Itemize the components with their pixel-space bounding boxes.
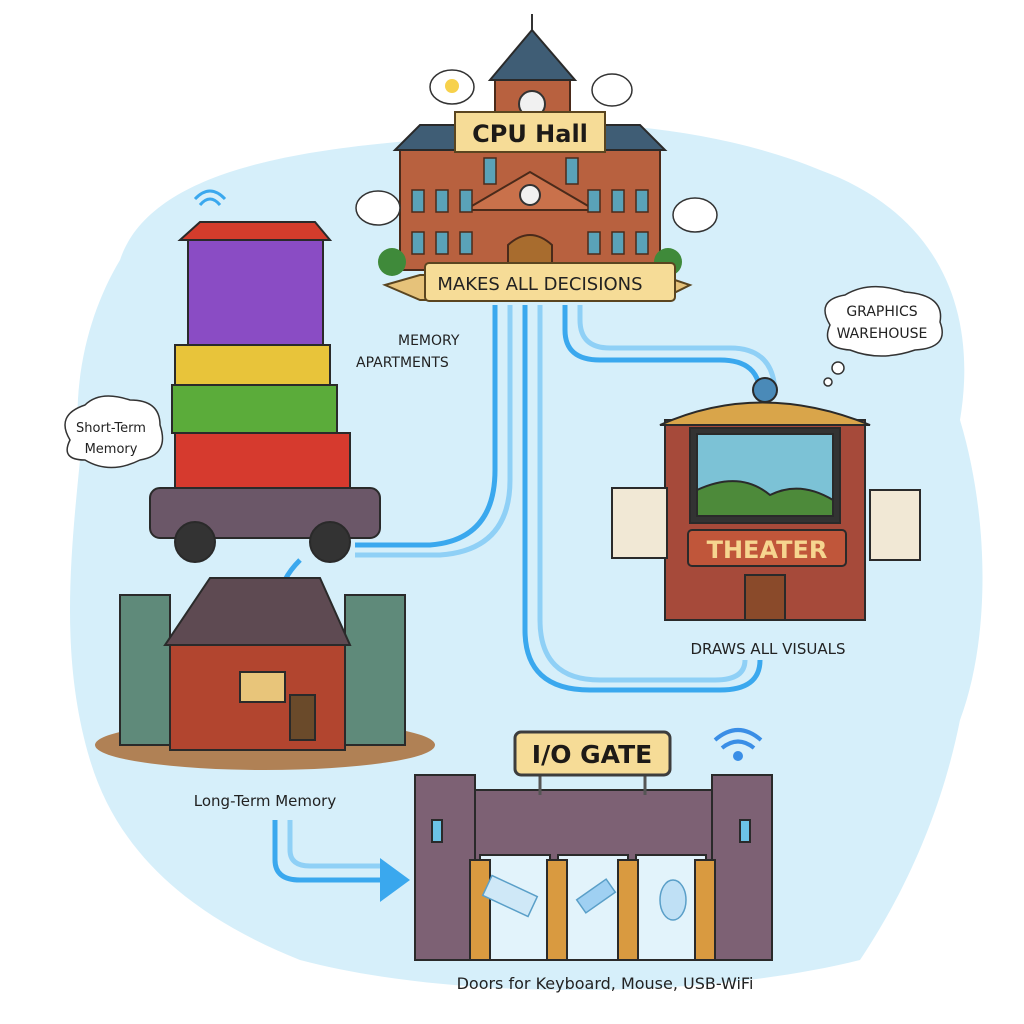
lightbulb-icon xyxy=(445,79,459,93)
long-term-memory-label: Long-Term Memory xyxy=(194,792,337,810)
thought-clouds xyxy=(355,69,718,233)
memory-apartments-label-1: MEMORY xyxy=(398,333,460,349)
theater-sign-text: THEATER xyxy=(707,536,828,564)
memory-apartments xyxy=(149,221,381,563)
short-term-label-1: Short-Term xyxy=(76,421,146,436)
graphics-cloud-label-2: WAREHOUSE xyxy=(837,326,928,342)
cpu-hall-sign: CPU Hall xyxy=(454,111,606,153)
cpu-banner: MAKES ALL DECISIONS xyxy=(382,262,693,302)
io-gate-sign: I/O GATE xyxy=(513,730,672,795)
io-gate-castle xyxy=(414,774,773,961)
graphics-cloud-label-1: GRAPHICS xyxy=(846,304,917,320)
data-pipes xyxy=(272,305,778,883)
wifi-icon xyxy=(713,728,763,761)
long-term-memory-building xyxy=(95,577,435,770)
graphics-theater xyxy=(611,377,921,621)
short-term-label-2: Memory xyxy=(85,442,138,457)
short-term-memory-cloud: Short-Term Memory xyxy=(64,395,164,469)
theater-caption: DRAWS ALL VISUALS xyxy=(691,640,846,658)
wifi-icon xyxy=(193,189,227,207)
mouse-icon xyxy=(659,879,687,921)
memory-apartments-label-2: APARTMENTS xyxy=(356,355,449,371)
cpu-hall-sign-text: CPU Hall xyxy=(472,120,588,148)
theater-sign: THEATER xyxy=(687,529,847,567)
keyboard-icon xyxy=(481,874,539,918)
graphics-warehouse-cloud: GRAPHICS WAREHOUSE xyxy=(823,285,943,387)
usb-drive-icon xyxy=(575,878,617,914)
arrow-right-icon xyxy=(380,858,410,902)
io-gate-caption: Doors for Keyboard, Mouse, USB-WiFi xyxy=(457,974,754,993)
io-gate-sign-text: I/O GATE xyxy=(532,740,652,769)
cpu-banner-text: MAKES ALL DECISIONS xyxy=(437,274,642,295)
